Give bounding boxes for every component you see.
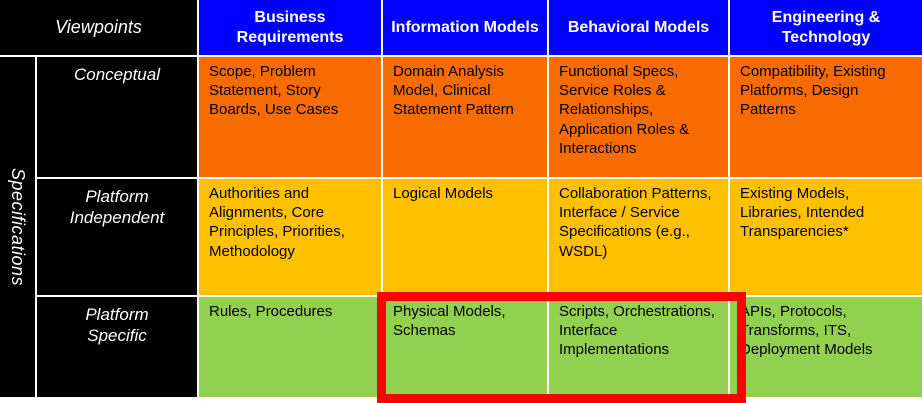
cell-independent-behavioral-models: Collaboration Patterns, Interface / Serv… [549,179,728,295]
column-header-label: Business Requirements [236,8,344,46]
cell-conceptual-information-models: Domain Analysis Model, Clinical Statemen… [383,57,547,177]
specifications-side-strip: Specifications [0,57,35,397]
cell-specific-business-requirements: Rules, Procedures [199,297,381,397]
cell-conceptual-engineering-technology: Compatibility, Existing Platforms, Desig… [730,57,922,177]
viewpoints-label: Viewpoints [55,17,142,37]
column-header-engineering-technology: Engineering & Technology [730,0,922,55]
column-header-behavioral-models: Behavioral Models [549,0,728,55]
cell-conceptual-business-requirements: Scope, Problem Statement, Story Boards, … [199,57,381,177]
row-label-conceptual: Conceptual [37,57,197,177]
row-label-platform-specific: Platform Specific [37,297,197,397]
column-header-label: Behavioral Models [567,18,710,36]
specifications-label: Specifications [8,167,28,287]
row-label-platform-independent: Platform Independent [37,179,197,295]
viewpoints-corner-cell: Viewpoints [0,0,197,55]
column-header-label: Information Models [391,18,539,36]
cell-conceptual-behavioral-models: Functional Specs, Service Roles & Relati… [549,57,728,177]
column-header-label: Engineering & Technology [771,8,881,46]
column-header-information-models: Information Models [383,0,547,55]
cell-independent-business-requirements: Authorities and Alignments, Core Princip… [199,179,381,295]
column-header-business-requirements: Business Requirements [199,0,381,55]
cell-independent-engineering-technology: Existing Models, Libraries, Intended Tra… [730,179,922,295]
cell-specific-information-models: Physical Models, Schemas [383,297,547,397]
cell-independent-information-models: Logical Models [383,179,547,295]
cell-specific-engineering-technology: APIs, Protocols, Transforms, ITS, Deploy… [730,297,922,397]
cell-specific-behavioral-models: Scripts, Orchestrations, Interface Imple… [549,297,728,397]
